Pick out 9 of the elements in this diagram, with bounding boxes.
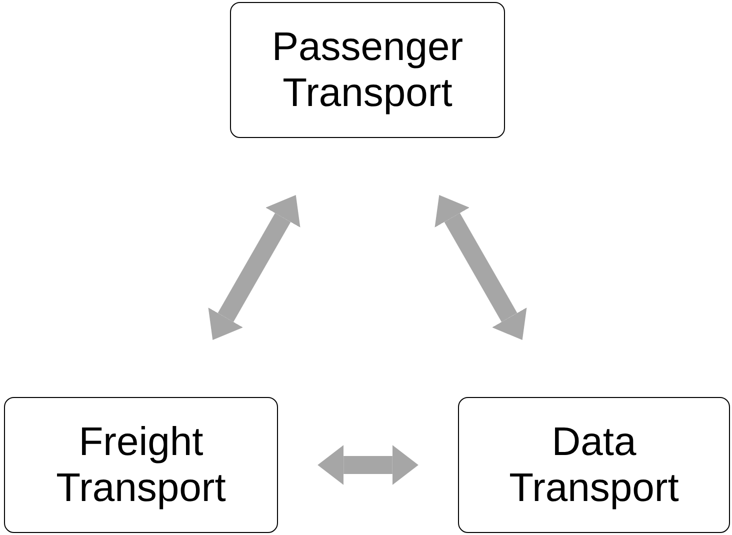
process-box	[458, 397, 730, 533]
process-box	[230, 2, 505, 138]
process-box	[4, 397, 278, 533]
double-arrow	[208, 194, 300, 340]
box-label: Passenger Transport	[270, 24, 464, 116]
box-label: Freight Transport	[55, 419, 227, 511]
double-arrow	[434, 194, 527, 340]
box-label: Data Transport	[508, 419, 680, 511]
double-arrow	[318, 445, 418, 485]
